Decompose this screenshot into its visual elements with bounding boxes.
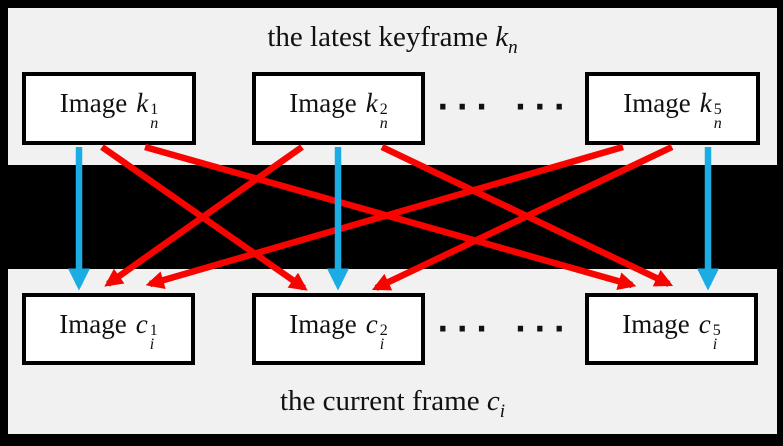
- keyframe-title-var: k: [495, 21, 509, 53]
- keyframe-ellipsis: ··· ···: [437, 90, 573, 125]
- red-match-arrow-k_n^1-to-c_i^2: [100, 144, 308, 291]
- red-match-arrow-k_n^1-to-c_i^5: [144, 143, 637, 291]
- current-frame-title-var: c: [486, 385, 500, 417]
- current-frame-panel-title: the current frame ci: [8, 385, 777, 423]
- red-match-arrow-k_n^5-to-c_i^1: [145, 143, 624, 289]
- red-match-arrow-k_n^2-to-c_i^1: [104, 144, 304, 287]
- current-frame-title-text: the current frame: [279, 385, 480, 417]
- red-match-arrow-k_n^5-to-c_i^2: [371, 144, 674, 291]
- keyframe-panel-title: the latest keyframe kn: [8, 21, 777, 59]
- keyframe-title-sub: n: [508, 36, 518, 58]
- current-ellipsis: ··· ···: [437, 312, 573, 347]
- current-frame-title-sub: i: [499, 400, 506, 422]
- red-match-arrow-k_n^2-to-c_i^5: [380, 144, 674, 287]
- keyframe-title-text: the latest keyframe: [267, 21, 488, 53]
